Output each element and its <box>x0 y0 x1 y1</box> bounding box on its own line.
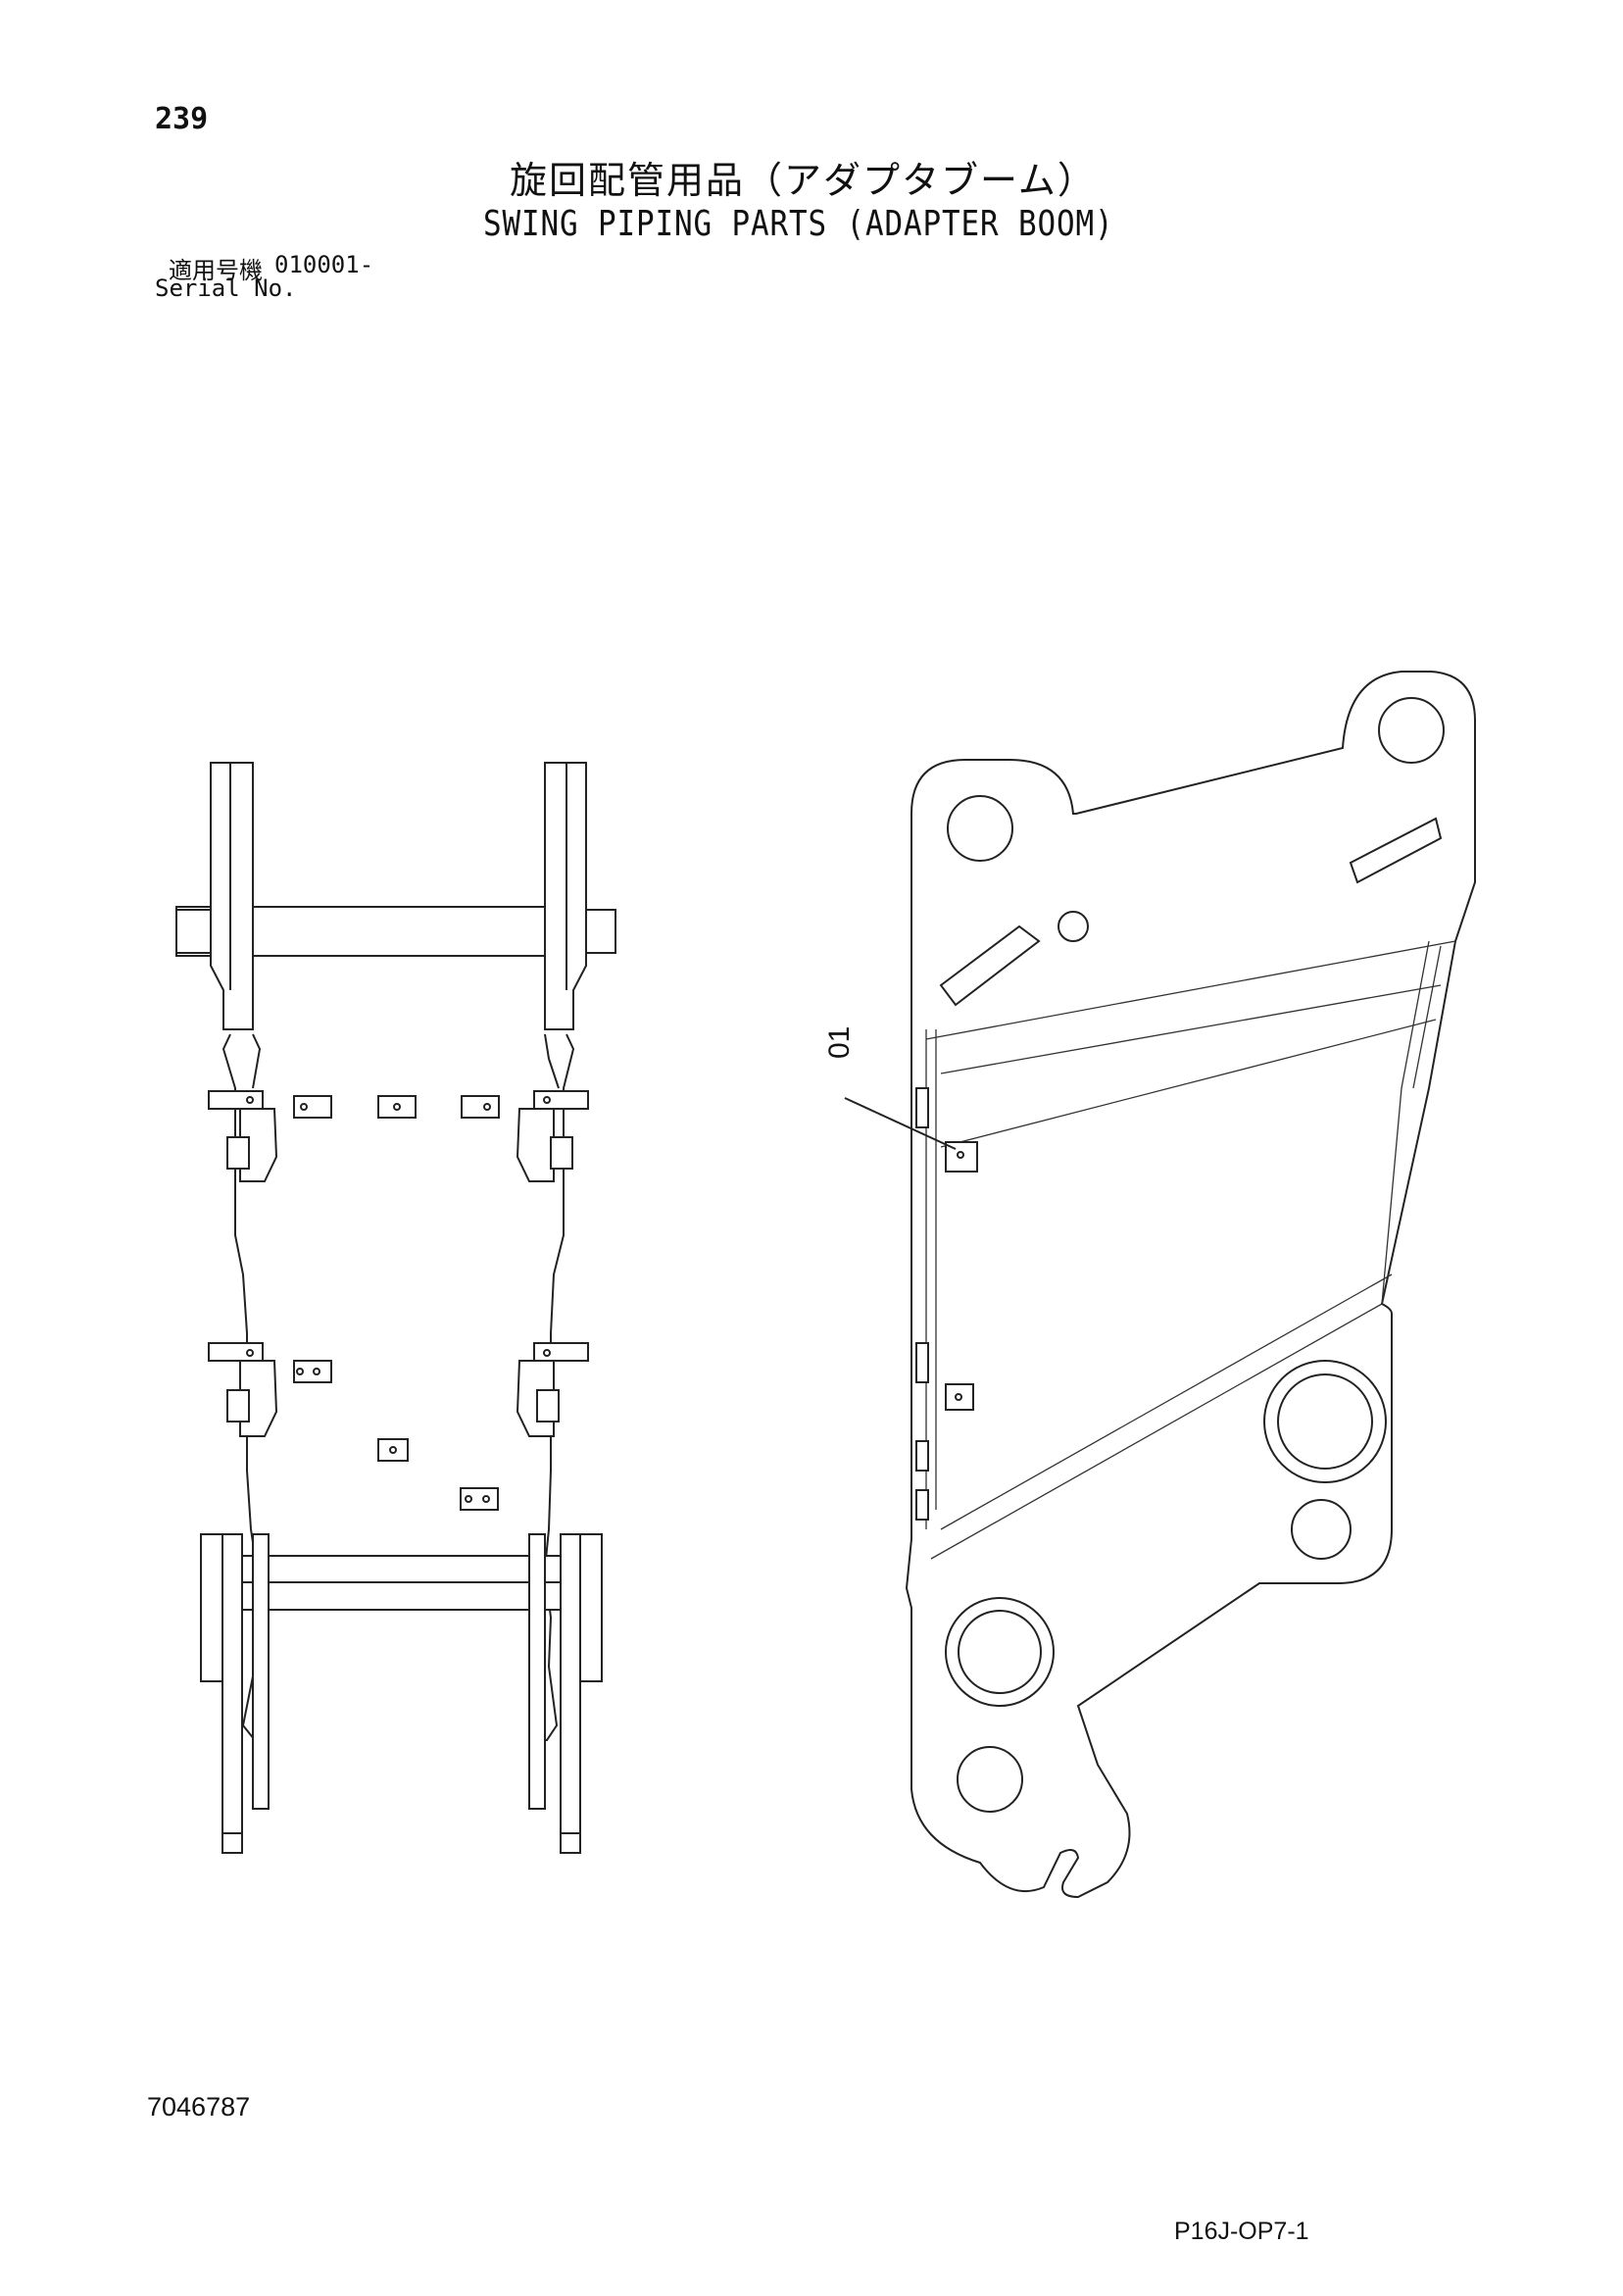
left-side-wall <box>221 1033 263 1741</box>
lower-small-hole <box>1291 1499 1352 1560</box>
serial-label-english: Serial No. <box>155 275 297 302</box>
right-bracket-lower <box>533 1342 589 1362</box>
left-bracket-lower <box>208 1342 264 1362</box>
title-english: SWING PIPING PARTS (ADAPTER BOOM) <box>483 204 1114 244</box>
drawing-number: 7046787 <box>147 2092 251 2121</box>
right-lower-plate <box>579 1533 603 1682</box>
callout-label: 01 <box>823 1025 856 1059</box>
wear-plate <box>1349 817 1443 884</box>
front-view <box>175 762 616 1854</box>
upper-right-pin-hole <box>1378 697 1445 764</box>
right-side-wall <box>534 1033 575 1741</box>
small-hole <box>1057 911 1089 942</box>
left-lower-plate <box>200 1533 223 1682</box>
page-number: 239 <box>155 102 209 136</box>
serial-label-japanese: 適用号機 <box>169 257 263 284</box>
boom-outline <box>905 671 1476 1899</box>
clamp-plate <box>460 1487 499 1511</box>
left-upper-plate <box>210 762 254 1030</box>
left-bracket-upper <box>208 1090 264 1110</box>
bottom-small-hole <box>957 1746 1023 1813</box>
serial-value: 010001- <box>274 251 374 278</box>
right-bracket-upper <box>533 1090 589 1110</box>
clamp-plate <box>293 1095 332 1119</box>
callout-leader <box>844 1097 957 1150</box>
page-code: P16J-OP7-1 <box>1174 2218 1309 2245</box>
upper-left-pin-hole <box>947 795 1013 862</box>
side-view <box>844 671 1476 1899</box>
clamp-plate <box>461 1095 500 1119</box>
title-japanese: 旋回配管用品（アダプタブーム） <box>510 159 1097 202</box>
wear-plate <box>939 924 1041 1007</box>
